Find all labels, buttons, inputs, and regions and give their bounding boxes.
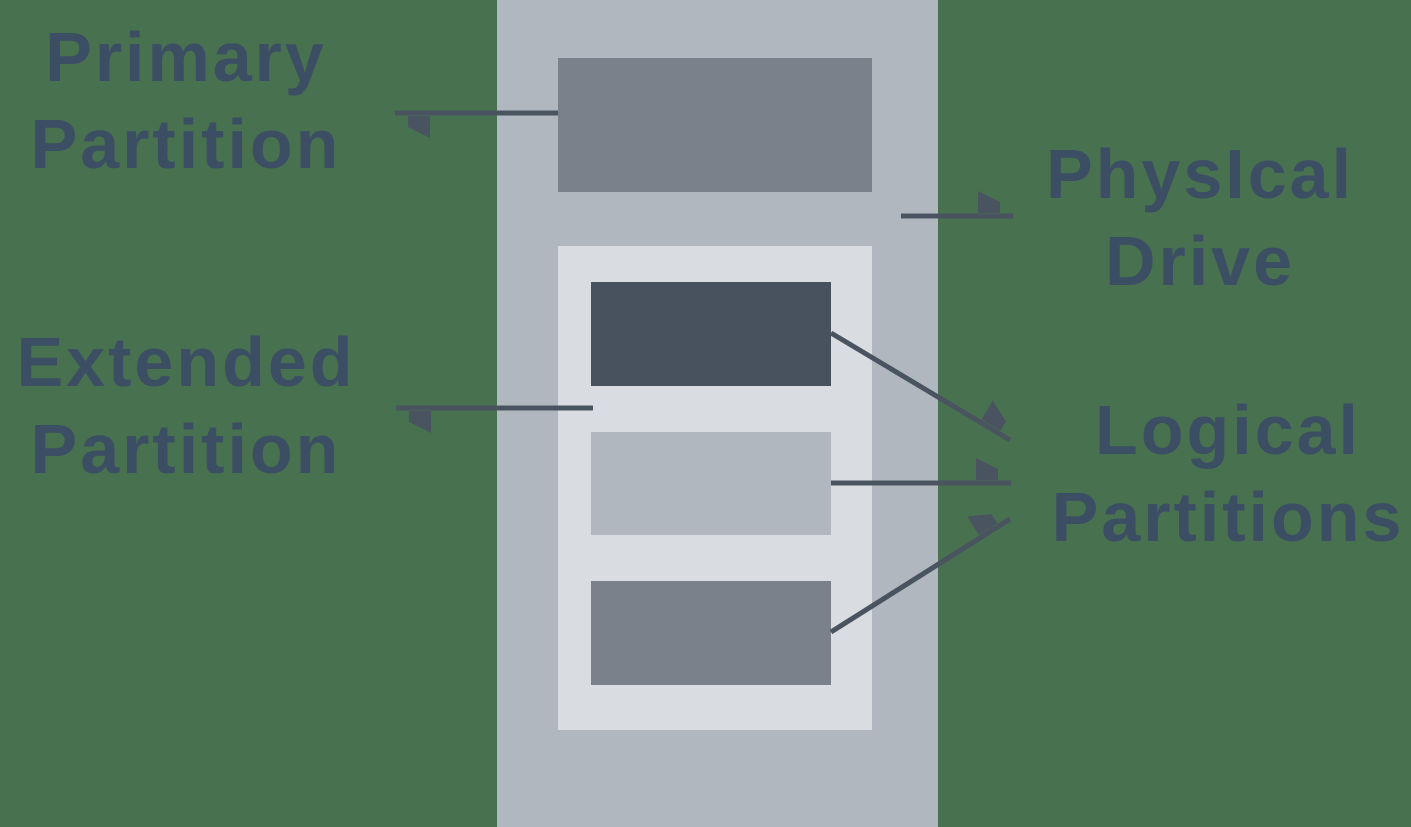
extended-partition-label-line1: Extended <box>16 323 356 401</box>
physical-drive-label-line2: Drive <box>1104 222 1296 300</box>
logical-partitions-label: Logical Partitions <box>1042 387 1411 561</box>
extended-partition-label: Extended Partition <box>0 319 372 493</box>
primary-partition-label: Primary Partition <box>0 14 372 188</box>
physical-drive-label-line1: PhysIcal <box>1045 135 1355 213</box>
logical-partitions-label-line2: Partitions <box>1051 478 1405 556</box>
logical-partition-1-rect <box>591 282 831 386</box>
primary-partition-label-line2: Partition <box>30 105 342 183</box>
primary-partition-rect <box>558 58 872 192</box>
primary-partition-label-line1: Primary <box>45 18 327 96</box>
physical-drive-label: PhysIcal Drive <box>1014 131 1386 305</box>
extended-partition-label-line2: Partition <box>30 410 342 488</box>
logical-partition-2-rect <box>591 432 831 535</box>
logical-partition-3-rect <box>591 581 831 685</box>
logical-partitions-label-line1: Logical <box>1094 391 1362 469</box>
